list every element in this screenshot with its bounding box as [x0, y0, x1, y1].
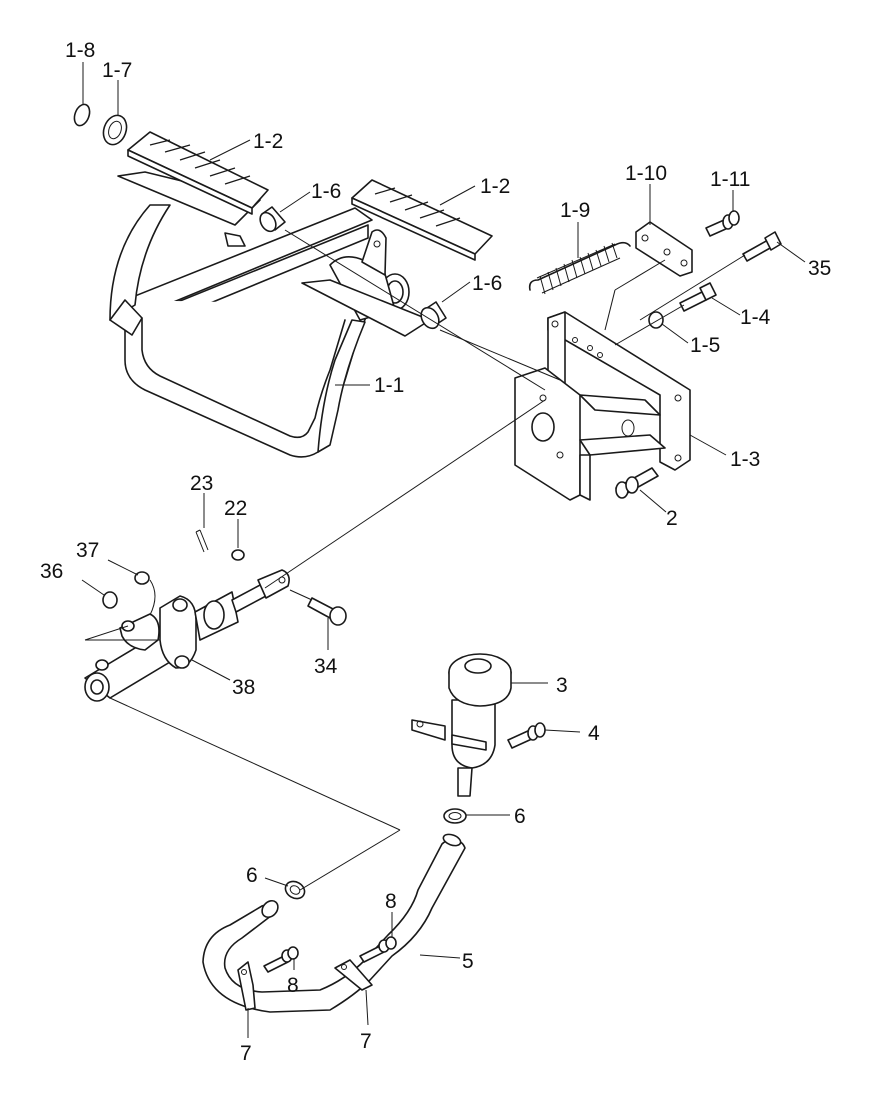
callout-7-left: 7: [240, 1042, 252, 1065]
callout-1-6-left: 1-6: [311, 180, 341, 203]
circlip-part: [73, 103, 91, 127]
callout-1-2-left: 1-2: [253, 130, 283, 153]
bushing-left-part: [259, 206, 286, 233]
washer-37-part: [134, 571, 150, 585]
callout-35: 35: [808, 257, 831, 280]
callout-1-7: 1-7: [102, 59, 132, 82]
callout-4: 4: [588, 722, 600, 745]
washer-22-part: [231, 549, 245, 561]
callout-8-right: 8: [385, 890, 397, 913]
callout-1-4: 1-4: [740, 306, 771, 329]
washer-hole: [108, 120, 122, 140]
callout-8-left: 8: [287, 974, 299, 997]
fluid-hose-part: [202, 833, 466, 1013]
bolt-1-4-part: [679, 282, 717, 312]
cotter-pin-part: [195, 529, 209, 553]
pedal-pad-left-part: [127, 131, 269, 215]
hose-bracket-left-part: [237, 961, 256, 1011]
callout-5: 5: [462, 950, 474, 973]
callout-1-8: 1-8: [65, 39, 95, 62]
callout-37: 37: [76, 539, 99, 562]
hose-clamp-upper-part: [443, 808, 467, 824]
callout-7-right: 7: [360, 1030, 372, 1053]
bolt-8-right-part: [359, 936, 397, 963]
fluid-reservoir-part: [411, 653, 512, 797]
callout-22: 22: [224, 497, 247, 520]
callout-1-5: 1-5: [690, 334, 720, 357]
assembly-lines: [81, 62, 806, 1038]
bolt-2-part: [615, 467, 659, 499]
clevis-pin-part: [307, 597, 347, 626]
callout-36: 36: [40, 560, 63, 583]
bolt-4-part: [507, 722, 546, 749]
callout-1-2-right: 1-2: [480, 175, 510, 198]
spring-plate-part: [635, 221, 693, 277]
callout-1-6-right: 1-6: [472, 272, 502, 295]
nut-1-5-part: [648, 311, 664, 329]
callout-6-upper: 6: [514, 805, 526, 828]
bolt-35-part: [742, 231, 782, 262]
callout-1-10: 1-10: [625, 162, 667, 185]
callout-23: 23: [190, 472, 213, 495]
hose-bracket-right-part: [334, 959, 373, 991]
return-spring-part: [528, 241, 631, 295]
callout-1-1: 1-1: [374, 374, 404, 397]
mounting-bracket-part: [514, 311, 691, 501]
bolt-1-11-part: [705, 210, 740, 237]
washer-part: [102, 114, 128, 146]
nut-36-part: [102, 591, 118, 609]
pedal-pad-right-part: [351, 179, 493, 261]
hose-clamp-lower-part: [284, 880, 306, 900]
callout-2: 2: [666, 507, 678, 530]
bolt-8-left-part: [263, 946, 299, 973]
callout-38: 38: [232, 676, 255, 699]
callout-3: 3: [556, 674, 568, 697]
callout-1-11: 1-11: [710, 168, 750, 191]
callout-1-9: 1-9: [560, 199, 590, 222]
bushing-right-part: [420, 301, 447, 330]
callout-6-lower: 6: [246, 864, 258, 887]
pedal-frame-part: [109, 171, 431, 458]
callout-1-3: 1-3: [730, 448, 760, 471]
master-cylinder-part: [84, 569, 290, 702]
callout-34: 34: [314, 655, 338, 678]
